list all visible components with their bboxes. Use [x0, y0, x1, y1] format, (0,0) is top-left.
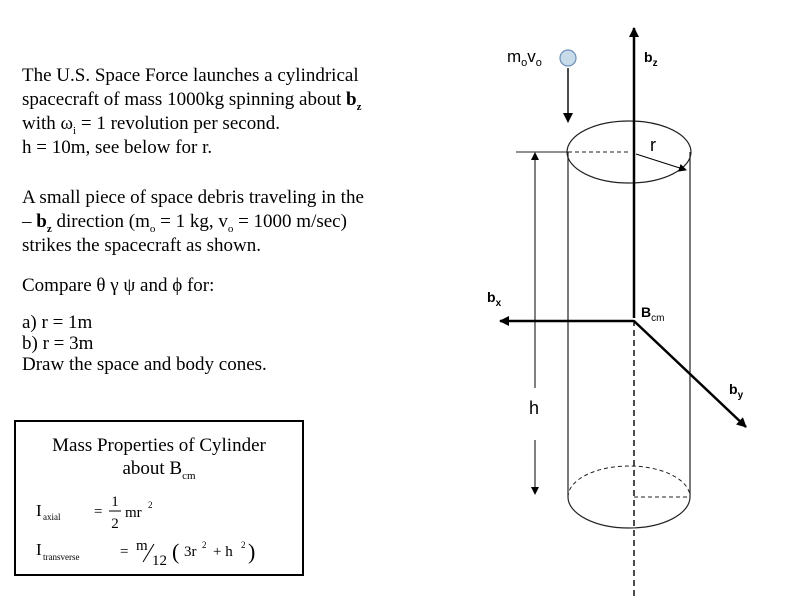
axial-subscript: axial: [43, 512, 61, 522]
debris-statement: A small piece of space debris traveling …: [22, 186, 442, 258]
frac-denominator: 2: [111, 516, 119, 532]
transverse-denominator: 12: [152, 553, 167, 569]
mass-properties-title-line-1: Mass Properties of Cylinder: [52, 435, 266, 456]
cylinder-bottom-back-arc: [567, 465, 691, 498]
radius-label: r: [650, 135, 656, 155]
bcm-label: Bcm: [641, 304, 664, 324]
part-c: Draw the space and body cones.: [22, 354, 267, 375]
debris-mass-text: = 1 kg, v: [155, 211, 228, 232]
compare-statement: Compare θ γ ψ and ϕ for:: [22, 274, 214, 298]
mass-subscript: o: [149, 222, 156, 235]
transverse-3r-superscript: 2: [202, 540, 207, 550]
velocity-subscript: o: [227, 222, 234, 235]
problem-line-2: spacecraft of mass 1000kg spinning about…: [22, 88, 442, 112]
paren-open: (: [172, 539, 179, 564]
debris-line-3: strikes the spacecraft as shown.: [22, 234, 442, 258]
debris-line-1-text: A small piece of space debris traveling …: [22, 187, 364, 208]
bz-vector-symbol: b: [345, 89, 357, 110]
debris-line-2: – bz direction (mo = 1 kg, vo = 1000 m/s…: [22, 210, 442, 234]
mass-properties-formulas: I axial = 1 2 mr 2 I transverse = m 12 (…: [36, 494, 255, 569]
cylinder-bottom-front-arc: [567, 496, 691, 529]
transverse-equals: =: [120, 544, 128, 560]
transverse-plus-h: + h: [213, 544, 233, 560]
problem-line-4-text: h = 10m, see below for r.: [22, 137, 213, 158]
bz-vector-symbol: b: [36, 211, 47, 232]
axial-rhs: mr: [125, 505, 142, 521]
problem-line-3-text: = 1 revolution per second.: [76, 113, 280, 134]
radius-arrow: [635, 153, 687, 172]
part-a: a) r = 1m: [22, 312, 93, 333]
mass-properties-title: Mass Properties of Cylinder about Bcm: [16, 434, 302, 482]
problem-line-4: h = 10m, see below for r.: [22, 136, 442, 160]
problem-line-1: The U.S. Space Force launches a cylindri…: [22, 64, 442, 88]
axial-rhs-superscript: 2: [148, 500, 153, 510]
bcm-subscript: cm: [182, 469, 196, 482]
transverse-slash: [142, 543, 155, 563]
bz-axis-label: bz: [644, 49, 658, 69]
part-b: b) r = 3m: [22, 333, 94, 354]
problem-statement: The U.S. Space Force launches a cylindri…: [22, 64, 442, 160]
bz-vector-subscript: z: [356, 100, 362, 113]
transverse-3r: 3r: [184, 544, 197, 560]
question-parts: a) r = 1m b) r = 3m Draw the space and b…: [22, 311, 267, 377]
mass-properties-title-line-2: about Bcm: [16, 457, 302, 482]
paren-close: ): [248, 539, 255, 564]
problem-line-1-text: The U.S. Space Force launches a cylindri…: [22, 65, 359, 86]
problem-line-3: with ωi = 1 revolution per second.: [22, 112, 442, 136]
debris-particle: [559, 49, 577, 67]
debris-line-1: A small piece of space debris traveling …: [22, 186, 442, 210]
by-axis-label: by: [729, 381, 744, 401]
debris-velocity-text: = 1000 m/sec): [233, 211, 347, 232]
problem-line-2-text: spacecraft of mass 1000kg spinning about: [22, 89, 346, 110]
mo-label: movo: [507, 47, 542, 69]
height-label: h: [529, 398, 539, 418]
frac-numerator: 1: [111, 494, 119, 510]
debris-direction-text: direction (m: [51, 211, 150, 232]
omega-symbol: with ω: [22, 113, 74, 134]
about-bcm-text: about B: [122, 458, 183, 479]
minus-sign: –: [22, 211, 37, 232]
mass-properties-box: Mass Properties of Cylinder about Bcm I …: [14, 420, 304, 576]
by-axis-arrow: [633, 320, 747, 428]
h-top-arrowhead: [531, 152, 539, 160]
bx-axis-label: bx: [487, 289, 502, 309]
axial-equals: =: [94, 504, 102, 520]
compare-text: Compare θ γ ψ and ϕ for:: [22, 275, 215, 296]
transverse-m: m: [136, 538, 148, 554]
bz-vector-subscript: z: [46, 222, 52, 235]
debris-line-3-text: strikes the spacecraft as shown.: [22, 235, 262, 256]
transverse-subscript: transverse: [43, 552, 79, 562]
transverse-h-superscript: 2: [241, 540, 246, 550]
i-transverse-symbol: I: [36, 540, 42, 559]
omega-subscript: i: [73, 124, 77, 137]
i-axial-symbol: I: [36, 501, 42, 520]
